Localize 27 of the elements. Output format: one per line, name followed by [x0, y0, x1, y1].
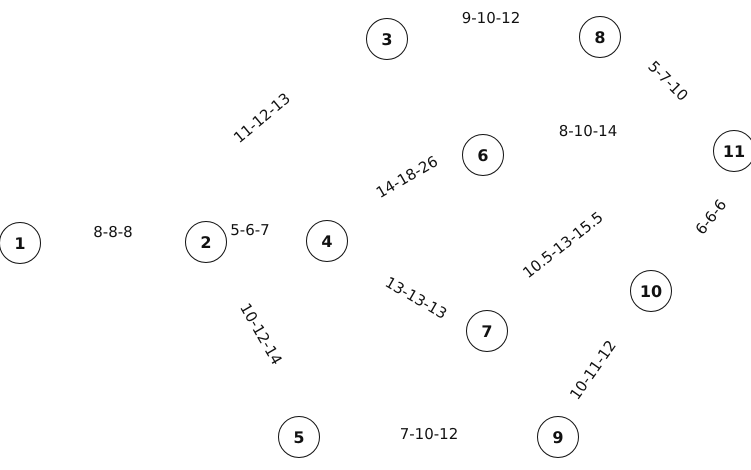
node-number: 8 [594, 28, 606, 46]
node-circle [630, 270, 672, 312]
edge-weight-label: 5-6-7 [230, 221, 270, 239]
node-number: 10 [640, 282, 662, 300]
node-number: 5 [293, 428, 305, 446]
node-circle [462, 134, 504, 176]
node-circle [579, 16, 621, 58]
node-circle [278, 416, 320, 458]
node-number: 1 [14, 234, 26, 252]
edge-weight-label: 8-8-8 [93, 223, 133, 241]
node-number: 7 [481, 322, 493, 340]
node-number: 9 [552, 428, 564, 446]
node-number: 6 [477, 146, 489, 164]
node-circle [185, 221, 227, 263]
node-circle [366, 18, 408, 60]
edge-weight-label: 9-10-12 [462, 9, 520, 27]
node-circle [713, 130, 751, 172]
node-number: 4 [321, 232, 333, 250]
node-circle [537, 416, 579, 458]
edge-weight-label: 7-10-12 [400, 425, 458, 443]
node-number: 2 [200, 232, 212, 252]
node-number: 11 [722, 142, 746, 160]
node-circle [306, 220, 348, 262]
edge-weight-label: 8-10-14 [558, 122, 618, 140]
node-circle [466, 310, 508, 352]
node-number: 3 [381, 30, 393, 48]
node-circle [0, 222, 41, 264]
